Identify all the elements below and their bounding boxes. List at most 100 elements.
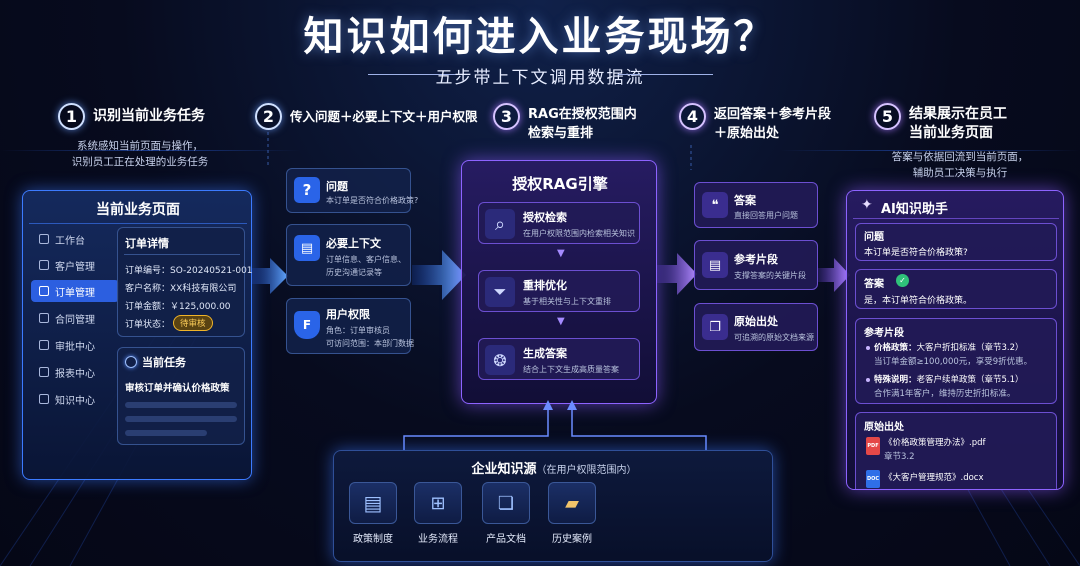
current-task-text: 审核订单并确认价格政策 xyxy=(125,383,230,394)
ref-line: 当订单金额≥100,000元，享受9折优惠。 xyxy=(874,357,1033,367)
step-3-number: 3 xyxy=(493,103,520,130)
snippet-output-desc: 支撑答案的关键片段 xyxy=(734,271,806,280)
step-5-desc-line: 答案与依据回流到当前页面， xyxy=(891,151,1029,163)
order-status-label: 订单状态： xyxy=(125,320,171,330)
placeholder-bar xyxy=(125,402,237,408)
assistant-answer-label: 答案 xyxy=(864,279,884,290)
knowledge-item-process[interactable]: ⊞ xyxy=(414,482,462,524)
step-1-title: 识别当前业务任务 xyxy=(93,108,205,124)
knowledge-item-label: 产品文档 xyxy=(486,534,526,545)
sidebar-item-reports[interactable]: 报表中心 xyxy=(31,361,119,383)
sidebar-item-customers[interactable]: 客户管理 xyxy=(31,254,119,276)
source-output-title: 原始出处 xyxy=(734,315,778,328)
step-5-title: 结果展示在员工 当前业务页面 xyxy=(909,105,1007,143)
background-line xyxy=(0,150,300,151)
step-5-title-line: 结果展示在员工 xyxy=(909,106,1007,122)
subtitle-divider xyxy=(368,74,463,75)
source-output-card: ❐ 原始出处 可追溯的原始文档来源 xyxy=(694,303,818,351)
assistant-source-label: 原始出处 xyxy=(864,422,904,433)
sidebar-item-contracts[interactable]: 合同管理 xyxy=(31,307,119,329)
step-5-number: 5 xyxy=(874,103,901,130)
stage-generate: ❂ 生成答案 结合上下文生成高质量答案 xyxy=(478,338,640,380)
step-3-title-line: RAG在授权范围内 xyxy=(528,107,637,122)
ref-key: 价格政策： xyxy=(874,343,917,353)
rag-engine-panel: 授权RAG引擎 ⌕ 授权检索 在用户权限范围内检索相关知识 ▼ ⏷ 重排优化 基… xyxy=(461,160,657,404)
ref-item: 价格政策：大客户折扣标准（章节3.2） 当订单金额≥100,000元，享受9折优… xyxy=(874,341,1032,369)
sparkle-icon: ✦ xyxy=(861,197,873,213)
order-details-card: 订单详情 订单编号：SO-20240521-001 客户名称：XX科技有限公司 … xyxy=(117,227,253,337)
assistant-answer-card: 答案 ✓ 是，本订单符合价格政策。 xyxy=(855,269,1057,309)
source-file-link[interactable]: 《大客户管理规范》.docx xyxy=(884,473,984,483)
chevron-down-icon: ▼ xyxy=(557,248,565,259)
current-task-heading: 当前任务 xyxy=(142,356,186,369)
answer-output-title: 答案 xyxy=(734,194,756,207)
knowledge-item-label: 业务流程 xyxy=(418,534,458,545)
context-card: ▤ 必要上下文 订单信息、客户信息、 历史沟通记录等 xyxy=(286,224,411,286)
status-badge: 待审核 xyxy=(173,315,213,331)
step-1-desc-line: 识别员工正在处理的业务任务 xyxy=(71,156,209,168)
order-number: 订单编号：SO-20240521-001 xyxy=(125,266,253,276)
source-file-link[interactable]: 《价格政策管理办法》.pdf xyxy=(884,438,986,448)
sidebar-item-knowledge[interactable]: 知识中心 xyxy=(31,388,119,410)
stage-retrieval: ⌕ 授权检索 在用户权限范围内检索相关知识 xyxy=(478,202,640,244)
divider xyxy=(853,218,1059,219)
chevron-down-icon: ▼ xyxy=(557,316,565,327)
step-2-title: 传入问题＋必要上下文＋用户权限 xyxy=(290,109,478,124)
ref-key: 特殊说明： xyxy=(874,375,917,385)
sidebar-item-label: 合同管理 xyxy=(55,314,95,326)
approve-icon xyxy=(39,340,49,350)
question-card: ? 问题 本订单是否符合价格政策? xyxy=(286,168,418,213)
order-icon xyxy=(39,286,49,296)
user-icon xyxy=(39,260,49,270)
folder-icon: ▰ xyxy=(565,492,579,514)
sidebar-item-workbench[interactable]: 工作台 xyxy=(31,228,119,250)
customer-name: 客户名称：XX科技有限公司 xyxy=(125,284,237,294)
assistant-sources-card: 原始出处 PDF 《价格政策管理办法》.pdf 章节3.2 DOC 《大客户管理… xyxy=(855,412,1057,489)
document-icon: ▤ xyxy=(294,235,320,261)
policy-icon: ▤ xyxy=(363,491,383,515)
assistant-refs-label: 参考片段 xyxy=(864,328,904,339)
home-icon xyxy=(39,234,49,244)
knowledge-item-policy[interactable]: ▤ xyxy=(349,482,397,524)
stage-rerank-title: 重排优化 xyxy=(523,279,567,292)
snippet-output-title: 参考片段 xyxy=(734,253,778,266)
sidebar-item-orders[interactable]: 订单管理 xyxy=(31,280,119,302)
knowledge-icon xyxy=(39,394,49,404)
order-details-heading: 订单详情 xyxy=(125,237,169,250)
question-card-desc: 本订单是否符合价格政策? xyxy=(326,196,419,205)
knowledge-item-product-docs[interactable]: ❏ xyxy=(482,482,530,524)
permission-card-desc-line: 可访问范围：本部门数据 xyxy=(326,339,414,348)
ai-assistant-title: AI知识助手 xyxy=(881,202,948,217)
step-1-desc-line: 系统感知当前页面与操作， xyxy=(77,140,203,152)
assistant-question-card: 问题 本订单是否符合价格政策? xyxy=(855,223,1057,261)
step-1-number: 1 xyxy=(58,103,85,130)
assistant-question-label: 问题 xyxy=(864,232,884,243)
ref-line: 老客户续单政策（章节5.1） xyxy=(916,375,1024,385)
answer-icon: ❝ xyxy=(702,192,728,218)
step-2-number: 2 xyxy=(255,103,282,130)
step-5-desc-line: 辅助员工决策与执行 xyxy=(912,167,1008,179)
assistant-answer: 是，本订单符合价格政策。 xyxy=(864,296,973,306)
knowledge-item-label: 政策制度 xyxy=(353,534,393,545)
order-amount: 订单金额：￥125,000.00 xyxy=(125,302,231,312)
target-icon xyxy=(125,356,137,368)
knowledge-source-note: （在用户权限范围内） xyxy=(536,465,637,476)
snippet-icon: ▤ xyxy=(702,252,728,278)
sidebar-item-label: 报表中心 xyxy=(55,368,95,380)
ref-line: 大客户折扣标准（章节3.2） xyxy=(916,343,1024,353)
page-subtitle: 五步带上下文调用数据流 xyxy=(435,68,645,88)
divider xyxy=(124,254,240,255)
knowledge-item-cases[interactable]: ▰ xyxy=(548,482,596,524)
filter-icon: ⏷ xyxy=(485,277,515,307)
step-4-title-line: ＋原始出处 xyxy=(714,126,780,141)
ai-assistant-panel: ✦ AI知识助手 问题 本订单是否符合价格政策? 答案 ✓ 是，本订单符合价格政… xyxy=(846,190,1064,490)
sidebar-item-approvals[interactable]: 审批中心 xyxy=(31,334,119,356)
snippet-output-card: ▤ 参考片段 支撑答案的关键片段 xyxy=(694,240,818,290)
stage-retrieval-title: 授权检索 xyxy=(523,211,567,224)
flow-arrow-4 xyxy=(818,258,850,292)
brain-icon: ❂ xyxy=(485,345,515,375)
check-icon: ✓ xyxy=(896,274,909,287)
search-icon: ⌕ xyxy=(485,209,515,239)
sidebar-item-label: 审批中心 xyxy=(55,341,95,353)
